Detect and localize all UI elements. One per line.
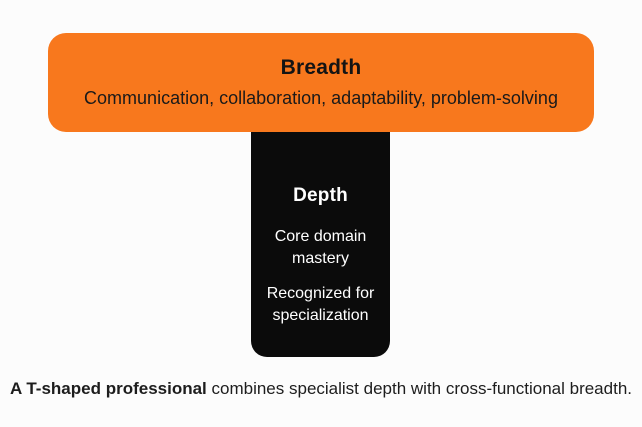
caption-rest: combines specialist depth with cross-fun… [206, 379, 633, 398]
caption-lead: A T-shaped professional [9, 379, 207, 398]
depth-line-recognized-for-specialization: Recognized for specialization [266, 285, 375, 324]
depth-title: Depth [293, 185, 348, 206]
breadth-bar: Breadth Communication, collaboration, ad… [48, 33, 594, 132]
depth-line-core-domain-mastery: Core domain mastery [274, 228, 367, 267]
depth-bar: Depth Core domain mastery Recognized for… [251, 130, 390, 357]
caption: A T-shaped professional combines special… [0, 378, 642, 400]
breadth-title: Breadth [280, 56, 362, 79]
breadth-subtitle: Communication, collaboration, adaptabili… [84, 88, 558, 108]
